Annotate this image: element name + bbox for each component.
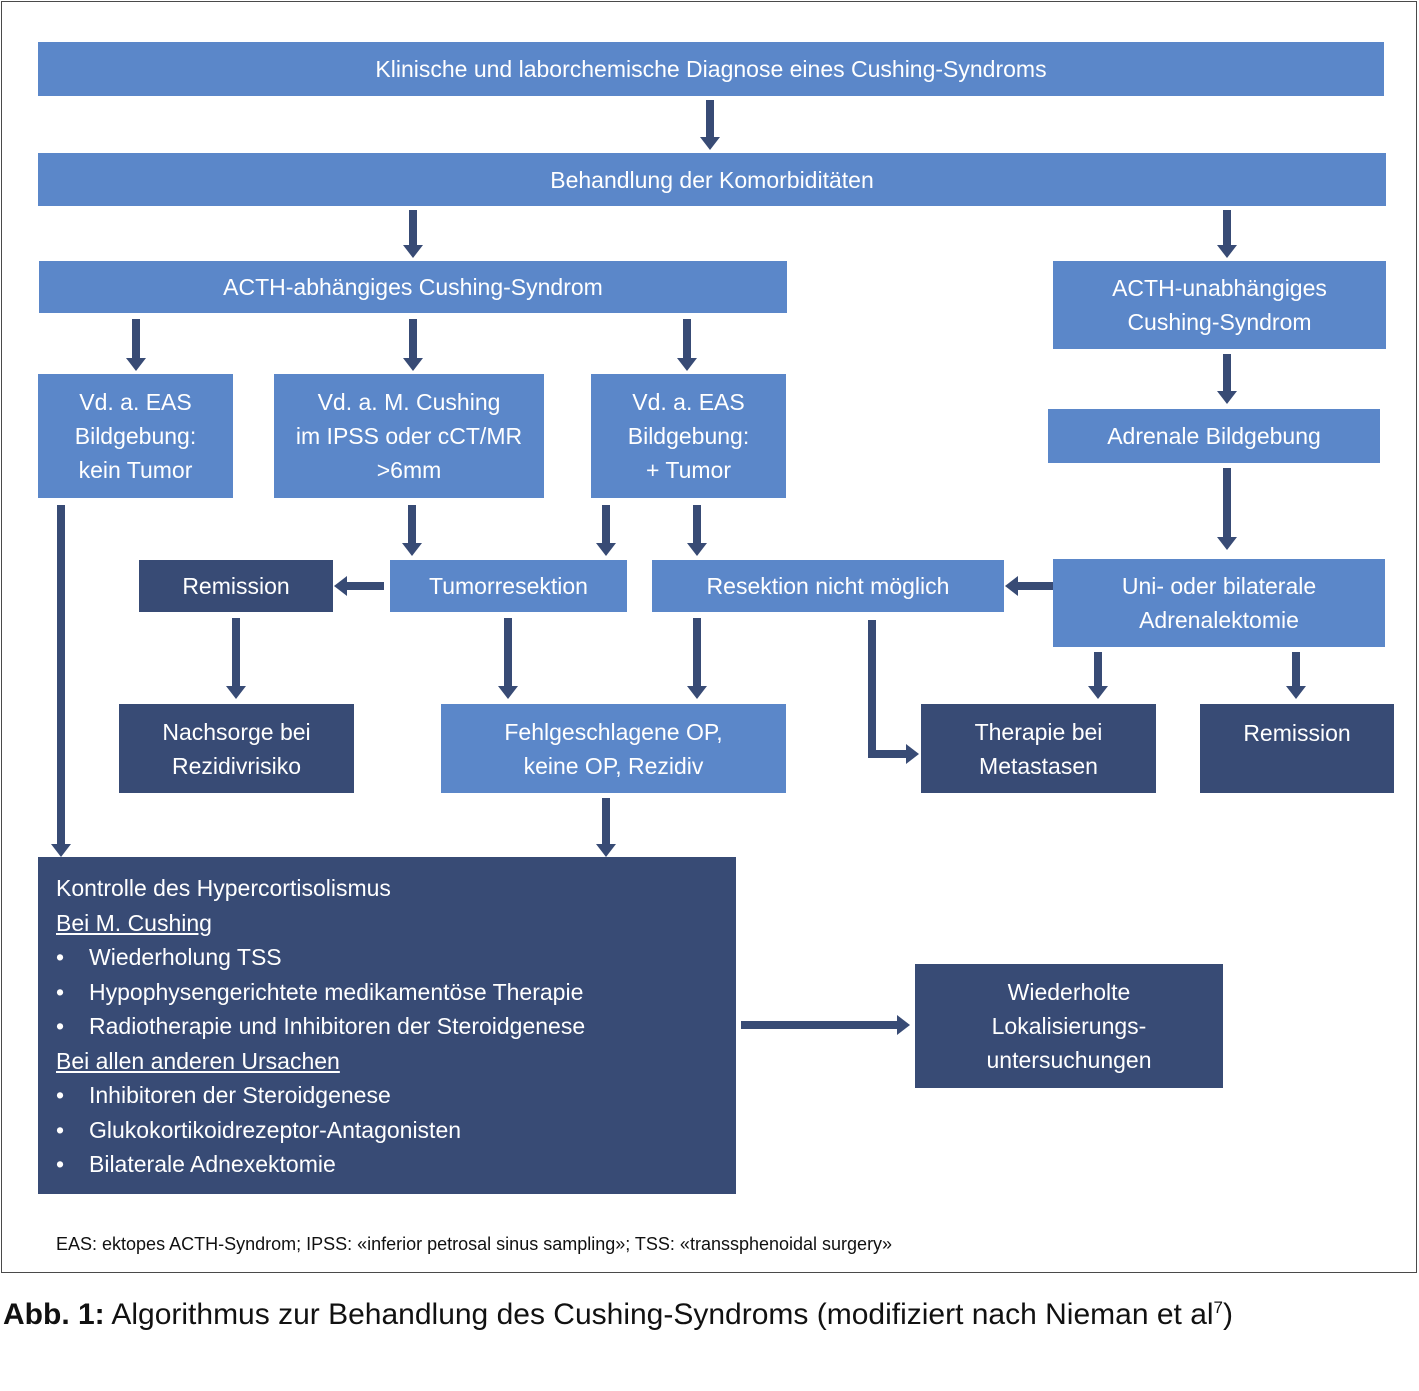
box-wiederholte-lokalisierung: Wiederholte Lokalisierungs- untersuchung… bbox=[915, 964, 1223, 1088]
caption-label: Abb. 1: bbox=[3, 1298, 105, 1331]
arrow-head bbox=[403, 245, 423, 258]
caption-reference: 7 bbox=[1213, 1298, 1224, 1317]
list-item: •Glukokortikoidrezeptor-Antagonisten bbox=[56, 1113, 718, 1148]
box-remission-1: Remission bbox=[139, 560, 333, 612]
arrow-head bbox=[126, 358, 146, 371]
arrow-head bbox=[1217, 391, 1237, 404]
arrow-head bbox=[700, 137, 720, 150]
box-kontrolle-hypercortisolismus: Kontrolle des Hypercortisolismus Bei M. … bbox=[38, 857, 736, 1194]
arrow-head bbox=[402, 543, 422, 556]
bullet-icon: • bbox=[56, 978, 65, 1005]
figure-caption: Abb. 1: Algorithmus zur Behandlung des C… bbox=[3, 1298, 1233, 1332]
kontrolle-title: Kontrolle des Hypercortisolismus bbox=[56, 875, 391, 901]
arrow-head bbox=[687, 686, 707, 699]
box-adrenalektomie: Uni- oder bilaterale Adrenalektomie bbox=[1053, 559, 1385, 647]
arrow-head bbox=[897, 1015, 910, 1035]
box-eas-tumor: Vd. a. EAS Bildgebung: + Tumor bbox=[591, 374, 786, 498]
list-item: •Bilaterale Adnexektomie bbox=[56, 1147, 718, 1182]
box-adrenale-bildgebung: Adrenale Bildgebung bbox=[1048, 409, 1380, 463]
arrow-head bbox=[51, 844, 71, 857]
arrow-head bbox=[906, 744, 919, 764]
arrow-head bbox=[226, 686, 246, 699]
kontrolle-heading-andere-ursachen: Bei allen anderen Ursachen bbox=[56, 1047, 340, 1074]
arrow-head bbox=[596, 543, 616, 556]
box-resektion-nicht-moeglich: Resektion nicht möglich bbox=[652, 560, 1004, 612]
box-remission-2: Remission bbox=[1200, 704, 1394, 793]
caption-text: Algorithmus zur Behandlung des Cushing-S… bbox=[104, 1298, 1214, 1331]
list-item: •Inhibitoren der Steroidgenese bbox=[56, 1078, 718, 1113]
box-komorbiditaeten: Behandlung der Komorbiditäten bbox=[38, 153, 1386, 206]
bullet-icon: • bbox=[56, 1082, 65, 1108]
box-m-cushing: Vd. a. M. Cushing im IPSS oder cCT/MR >6… bbox=[274, 374, 544, 498]
arrow-head bbox=[1286, 686, 1306, 699]
bullet-icon: • bbox=[56, 944, 65, 970]
arrow-head bbox=[1088, 686, 1108, 699]
list-item: •Hypophysengerichtete medikamentöse Ther… bbox=[56, 975, 718, 1010]
bullet-icon: • bbox=[56, 1151, 65, 1177]
arrow-head bbox=[677, 358, 697, 371]
arrow-head bbox=[498, 686, 518, 699]
arrow-head bbox=[403, 358, 423, 371]
arrow-head bbox=[596, 844, 616, 857]
list-item: •Radiotherapie und Inhibitoren der Stero… bbox=[56, 1009, 718, 1044]
box-eas-kein-tumor: Vd. a. EAS Bildgebung: kein Tumor bbox=[38, 374, 233, 498]
box-nachsorge: Nachsorge bei Rezidivrisiko bbox=[119, 704, 354, 793]
bullet-icon: • bbox=[56, 1013, 65, 1039]
box-therapie-metastasen: Therapie bei Metastasen bbox=[921, 704, 1156, 793]
caption-end: ) bbox=[1223, 1298, 1234, 1331]
box-acth-abhaengig: ACTH-abhängiges Cushing-Syndrom bbox=[39, 261, 787, 313]
box-diagnose: Klinische und laborchemische Diagnose ei… bbox=[38, 42, 1384, 96]
figure-frame bbox=[1, 1, 1417, 1273]
bullet-icon: • bbox=[56, 1116, 65, 1143]
arrow-head bbox=[1217, 537, 1237, 550]
box-acth-unabhaengig: ACTH-unabhängiges Cushing-Syndrom bbox=[1053, 261, 1386, 349]
arrow-head bbox=[1005, 576, 1018, 596]
footnote: EAS: ektopes ACTH-Syndrom; IPSS: «inferi… bbox=[56, 1234, 893, 1254]
kontrolle-heading-m-cushing: Bei M. Cushing bbox=[56, 909, 212, 936]
box-tumorresektion: Tumorresektion bbox=[390, 560, 627, 612]
arrow-head bbox=[1217, 245, 1237, 258]
arrow-head bbox=[687, 543, 707, 556]
list-item: •Wiederholung TSS bbox=[56, 940, 718, 975]
box-fehlgeschlagene-op: Fehlgeschlagene OP, keine OP, Rezidiv bbox=[441, 704, 786, 793]
arrow-head bbox=[334, 576, 347, 596]
